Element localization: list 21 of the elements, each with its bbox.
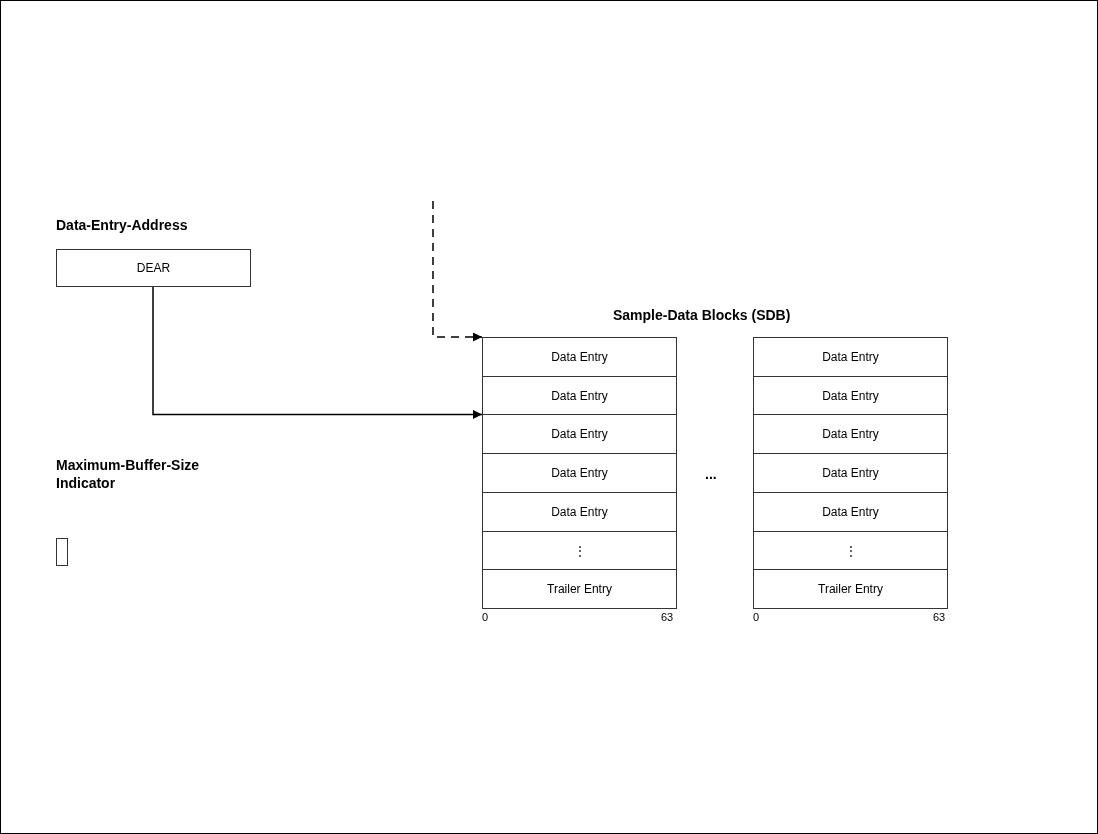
blocks-heading: Sample-Data Blocks (SDB) <box>613 307 791 323</box>
arrow <box>152 286 483 419</box>
entry-row: Data Entry <box>482 453 677 494</box>
register-field: DEAR <box>56 249 251 287</box>
entry-row: Data Entry <box>482 375 677 416</box>
entry-row: ⋮ <box>482 530 677 571</box>
entry-row: Trailer Entry <box>482 569 677 610</box>
entry-row: Data Entry <box>482 337 677 378</box>
dashed-arrow <box>432 200 483 342</box>
entry-row: ⋮ <box>753 530 948 571</box>
entry-row: Trailer Entry <box>753 569 948 610</box>
ellipsis: ... <box>705 466 717 482</box>
entry-row: Data Entry <box>753 414 948 455</box>
entry-row: Data Entry <box>482 491 677 532</box>
entry-row: Data Entry <box>753 337 948 378</box>
register-heading: Maximum-Buffer-Size Indicator <box>56 456 201 492</box>
entry-row: Data Entry <box>753 375 948 416</box>
entry-row: Data Entry <box>753 453 948 494</box>
register-heading: Data-Entry-Address <box>56 217 188 233</box>
entry-row: Data Entry <box>482 414 677 455</box>
entry-row: Data Entry <box>753 491 948 532</box>
